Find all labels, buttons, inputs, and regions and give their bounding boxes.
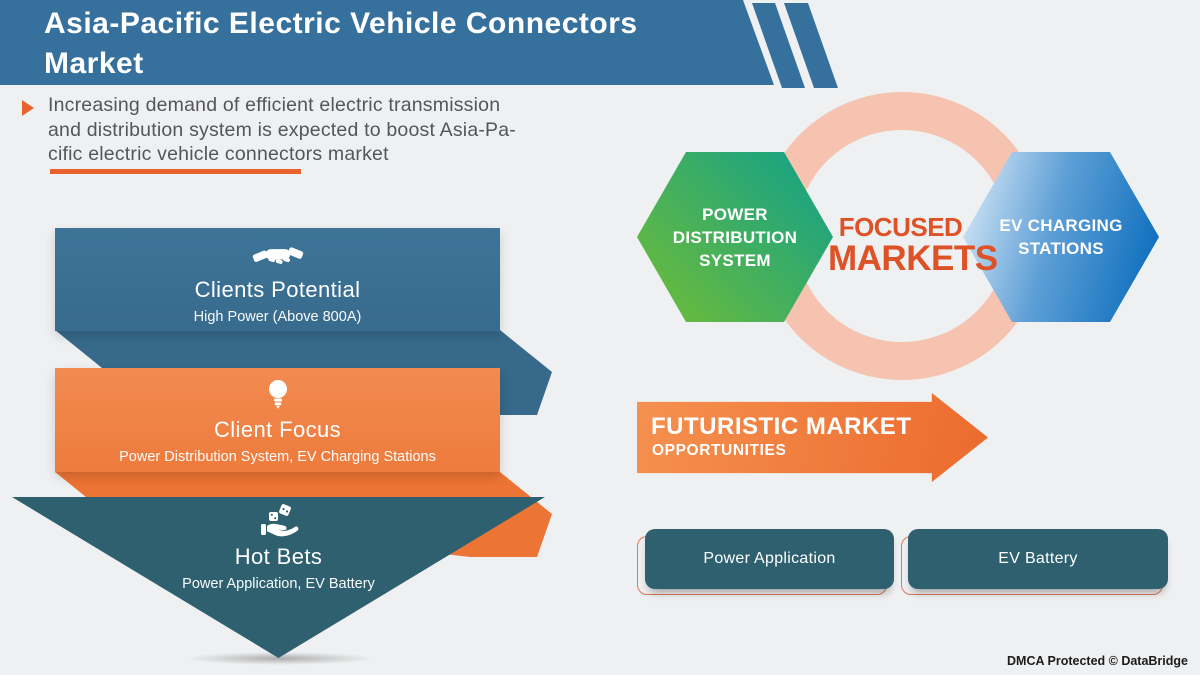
- page-title-line-1: Asia-Pacific Electric Vehicle Connectors: [44, 7, 638, 40]
- intro-line-1: Increasing demand of efficient electric …: [48, 94, 501, 116]
- page-title: Asia-Pacific Electric Vehicle Connectors…: [44, 4, 638, 84]
- funnel-stage-hot-bets: Hot Bets Power Application, EV Battery: [12, 497, 545, 658]
- hexagon-label-line: EV CHARGING: [999, 216, 1123, 235]
- stage-title: Client Focus: [213, 417, 342, 442]
- stage-subtitle: Power Distribution System, EV Charging S…: [119, 449, 436, 465]
- stage-subtitle: High Power (Above 800A): [193, 309, 362, 325]
- triangle-shadow: [185, 652, 375, 665]
- hexagon-power-distribution-system: POWER DISTRIBUTION SYSTEM: [637, 152, 833, 322]
- stage-title: Hot Bets: [234, 544, 323, 569]
- intro-text: Increasing demand of efficient electric …: [48, 93, 588, 167]
- intro-line-2: and distribution system is expected to b…: [48, 118, 517, 141]
- stage-title: Clients Potential: [194, 277, 361, 302]
- dice-hand-icon: [12, 504, 545, 538]
- hexagon-label-line: DISTRIBUTION: [672, 227, 798, 247]
- intro-underline: [50, 169, 301, 174]
- stage-subtitle: Power Application, EV Battery: [182, 576, 375, 592]
- handshake-icon: [55, 237, 500, 271]
- hexagon-label-line: SYSTEM: [699, 250, 771, 270]
- hexagon-label-line: POWER: [702, 204, 768, 224]
- funnel-stage-clients-potential: Clients Potential High Power (Above 800A…: [55, 228, 500, 331]
- futuristic-market-arrow: FUTURISTIC MARKET OPPORTUNITIES: [637, 393, 988, 482]
- focused-markets-line-1: FOCUSED: [838, 212, 963, 242]
- power-application-button[interactable]: Power Application: [645, 529, 894, 589]
- bullet-arrow-icon: [22, 100, 34, 116]
- ev-battery-button[interactable]: EV Battery: [908, 529, 1168, 589]
- lightbulb-icon: [55, 377, 500, 411]
- page-title-line-2: Market: [44, 47, 144, 80]
- futuristic-market-title: FUTURISTIC MARKET: [651, 413, 912, 440]
- dmca-notice: DMCA Protected © DataBridge: [1007, 654, 1188, 668]
- intro-line-3: cific electric vehicle connectors market: [48, 143, 389, 165]
- header-banner: Asia-Pacific Electric Vehicle Connectors…: [0, 0, 774, 85]
- focused-markets-line-2: MARKETS: [828, 239, 998, 278]
- hexagon-label-line: STATIONS: [1018, 239, 1104, 258]
- funnel-stage-client-focus: Client Focus Power Distribution System, …: [55, 368, 500, 472]
- focused-markets-label: FOCUSED MARKETS: [828, 212, 998, 278]
- futuristic-market-subtitle: OPPORTUNITIES: [652, 442, 787, 459]
